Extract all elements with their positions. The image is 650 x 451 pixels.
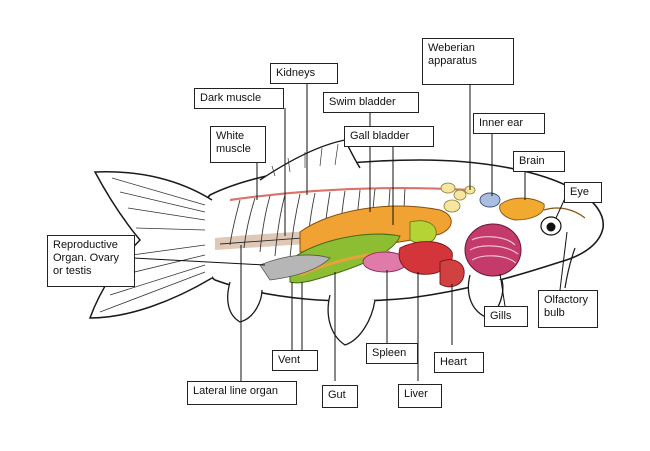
- anal-fin: [227, 281, 263, 323]
- label-vent: Vent: [272, 350, 318, 371]
- label-gills: Gills: [484, 306, 528, 327]
- inner-ear-shape: [479, 192, 501, 208]
- label-liver: Liver: [398, 384, 442, 408]
- label-reproductive-organ: Reproductive Organ. Ovary or testis: [47, 235, 135, 287]
- label-gall-bladder: Gall bladder: [344, 126, 434, 147]
- label-gut: Gut: [322, 385, 358, 408]
- label-eye: Eye: [564, 182, 602, 203]
- pelvic-fin: [327, 294, 376, 346]
- label-lateral-line-organ: Lateral line organ: [187, 381, 297, 405]
- gills-shape: [464, 223, 522, 277]
- tail-fin-rays: [99, 177, 206, 313]
- label-dark-muscle: Dark muscle: [194, 88, 284, 109]
- label-inner-ear: Inner ear: [473, 113, 545, 134]
- mouth-barbel: [564, 247, 576, 289]
- eye-shape: [540, 216, 562, 236]
- dorsal-fin-rays: [271, 143, 339, 177]
- label-spleen: Spleen: [366, 343, 418, 364]
- olfactory-nerve: [543, 207, 586, 219]
- label-weberian-apparatus: Weberian apparatus: [422, 38, 514, 85]
- brain-shape: [499, 197, 545, 221]
- gall-bladder-shape: [409, 220, 437, 244]
- label-olfactory-bulb: Olfactory bulb: [538, 290, 598, 328]
- label-heart: Heart: [434, 352, 484, 373]
- heart-shape: [439, 259, 465, 288]
- label-swim-bladder: Swim bladder: [323, 92, 419, 113]
- reproductive-organ-shape: [259, 254, 331, 281]
- label-kidneys: Kidneys: [270, 63, 338, 84]
- label-white-muscle: White muscle: [210, 126, 266, 163]
- label-brain: Brain: [513, 151, 565, 172]
